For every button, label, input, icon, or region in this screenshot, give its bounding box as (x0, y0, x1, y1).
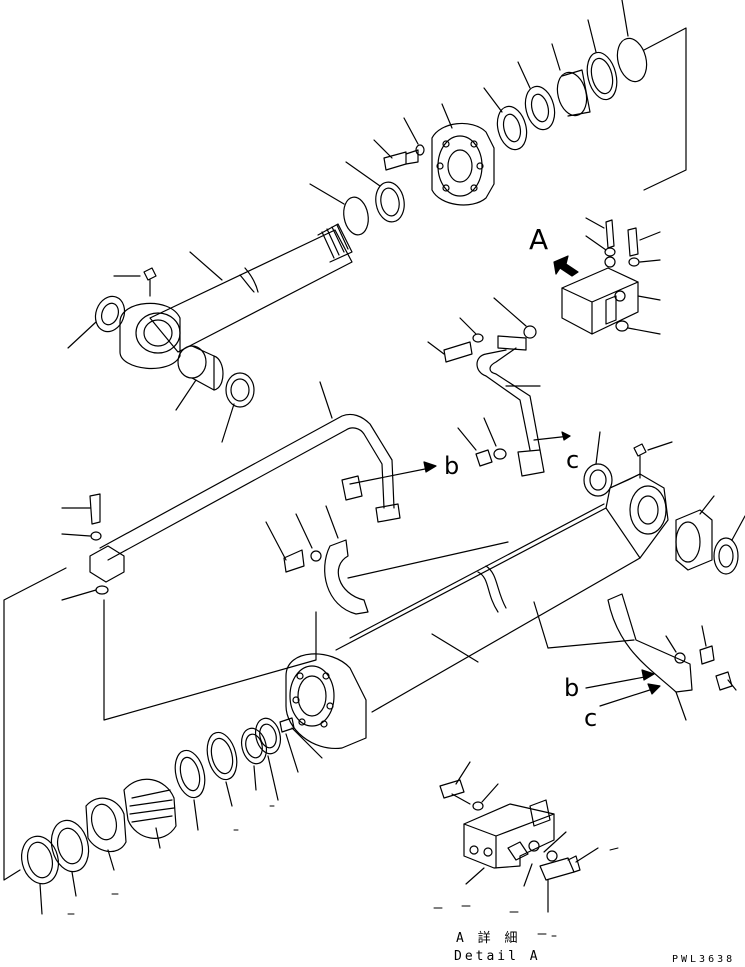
detail-a-en-caption: Detail A (454, 949, 541, 964)
rod-thread (317, 223, 353, 263)
cylinder-tube (285, 431, 745, 749)
rod-seal-ring (225, 372, 255, 408)
rod-bushing (177, 345, 224, 391)
rod-dust-seal (94, 295, 126, 333)
detail-a-jp-caption: A 詳 細 (456, 931, 521, 946)
ref-c-lower: c (584, 704, 598, 732)
drawing-code: PWL3638 (672, 954, 736, 965)
piston-seal-kit (20, 717, 323, 915)
ref-b-upper: b (444, 452, 460, 480)
detail-a-marker: A (529, 223, 549, 256)
rod-eye (119, 302, 181, 370)
pipe-clamp-lower (533, 593, 737, 721)
ref-b-lower: b (564, 674, 580, 702)
detail-a-arrow (553, 255, 579, 277)
grease-fitting-rod (143, 267, 157, 297)
leader-ticks (67, 805, 619, 937)
detail-a-view (439, 761, 599, 913)
piston-rod-assembly (67, 223, 353, 443)
pipe-clamp-upper (265, 505, 509, 615)
head-bolt (383, 149, 419, 171)
piston (556, 69, 591, 117)
safety-valve-block (553, 217, 661, 335)
hydraulic-pipe-right (427, 297, 571, 477)
hydraulic-pipe-left (61, 381, 437, 601)
cylinder-head-parts (309, 0, 687, 236)
cylinder-head (431, 122, 495, 206)
ref-c-upper: c (566, 446, 580, 474)
